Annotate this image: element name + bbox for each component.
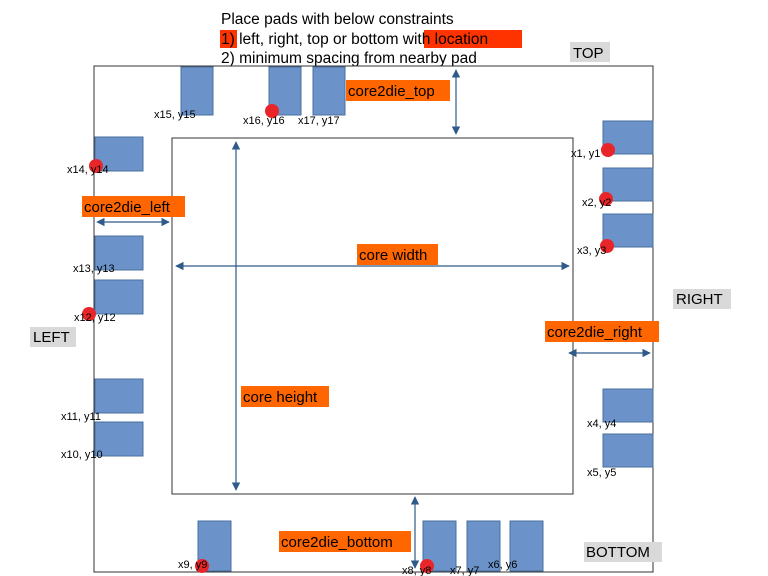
pads — [94, 66, 654, 572]
left-label: LEFT — [33, 329, 70, 346]
core-width-bg — [357, 244, 438, 265]
core2die-bottom-bg — [279, 531, 411, 552]
instruction-line-2: 1) left, right, top or bottom with locat… — [221, 31, 488, 48]
dimension-labels: core2die_top core2die_left core width co… — [82, 80, 659, 552]
pad-label-8: x8, y8 — [402, 565, 431, 576]
pad-label-13: x13, y13 — [73, 263, 115, 275]
core-height-label: core height — [243, 389, 318, 406]
pad-label-1: x1, y1 — [571, 148, 600, 160]
core2die-top-bg — [346, 80, 450, 101]
left-label-bg — [30, 327, 76, 347]
instruction-highlight-1-bg — [220, 30, 237, 48]
pad-14 — [94, 136, 144, 172]
pad-13 — [94, 235, 144, 271]
pad-label-11: x11, y11 — [61, 411, 101, 423]
instructions: Place pads with below constraints 1) lef… — [220, 11, 522, 67]
pad-label-9: x9, y9 — [178, 559, 207, 571]
marker-1 — [601, 143, 615, 157]
pad-label-7: x7, y7 — [450, 565, 479, 576]
core2die-top-label: core2die_top — [348, 83, 435, 100]
marker-12 — [82, 307, 96, 321]
pad-label-14: x14, y14 — [67, 164, 109, 176]
marker-14 — [89, 159, 103, 173]
pad-label-15: x15, y15 — [154, 109, 196, 121]
bottom-label-bg — [584, 542, 662, 562]
instruction-highlight-2-bg — [424, 30, 522, 48]
pad-label-10: x10, y10 — [61, 449, 103, 461]
top-label: TOP — [573, 45, 604, 62]
core-outline — [171, 137, 574, 495]
marker-2 — [599, 192, 613, 206]
pad-17 — [312, 66, 346, 116]
pad-label-16: x16, y16 — [243, 115, 285, 127]
core2die-left-bg — [82, 196, 185, 217]
die-outline — [93, 65, 654, 573]
pad-label-3: x3, y3 — [577, 245, 606, 257]
instruction-line-3: 2) minimum spacing from nearby pad — [221, 50, 477, 67]
top-label-bg — [570, 42, 610, 62]
pad-10 — [94, 421, 144, 457]
marker-3 — [600, 239, 614, 253]
marker-16 — [265, 104, 279, 118]
pad-label-12: x12, y12 — [74, 312, 116, 324]
pad-label-4: x4, y4 — [587, 418, 616, 430]
marker-9 — [195, 559, 209, 573]
right-label-bg — [673, 289, 731, 309]
pad-label-17: x17, y17 — [298, 115, 340, 127]
pad-7 — [466, 520, 501, 572]
core2die-bottom-label: core2die_bottom — [281, 534, 393, 551]
pad-label-2: x2, y2 — [582, 197, 611, 209]
location-markers — [82, 104, 615, 573]
right-label: RIGHT — [676, 291, 723, 308]
pad-label-5: x5, y5 — [587, 467, 616, 479]
pad-label-6: x6, y6 — [488, 559, 517, 571]
pad-12 — [94, 279, 144, 315]
core2die-right-bg — [545, 321, 659, 342]
pad-6 — [509, 520, 544, 572]
pad-5 — [602, 433, 654, 468]
pad-15 — [180, 66, 214, 116]
instruction-line-1: Place pads with below constraints — [221, 11, 454, 28]
bottom-label: BOTTOM — [586, 544, 650, 561]
dimension-arrows — [96, 69, 651, 569]
pad-11 — [94, 378, 144, 414]
core2die-left-label: core2die_left — [84, 199, 171, 216]
marker-8 — [420, 559, 434, 573]
pad-labels: x1, y1 x2, y2 x3, y3 x4, y4 x5, y5 x6, y… — [61, 109, 616, 576]
pad-4 — [602, 388, 654, 423]
core2die-right-label: core2die_right — [547, 324, 643, 341]
core-height-bg — [241, 386, 329, 407]
core-width-label: core width — [359, 247, 427, 264]
side-labels: TOP RIGHT LEFT BOTTOM — [30, 42, 731, 562]
